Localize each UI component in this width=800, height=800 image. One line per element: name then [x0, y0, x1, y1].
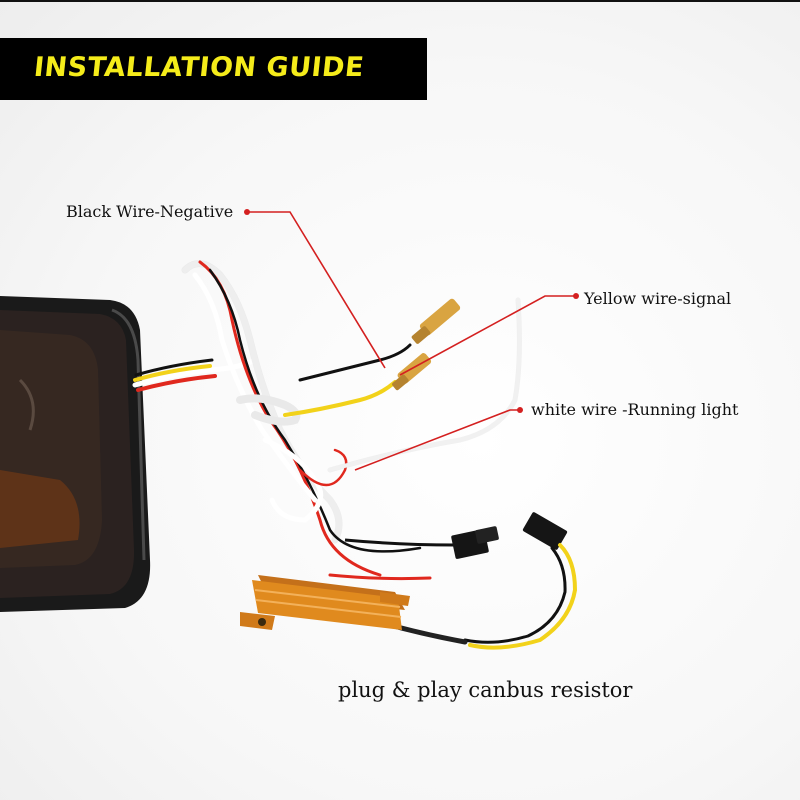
- callout-dot-yellow: [573, 293, 579, 299]
- label-black-wire: Black Wire-Negative: [66, 202, 234, 221]
- spade-terminals: [392, 298, 461, 391]
- callout-line-white: [354, 409, 520, 471]
- top-border: [0, 0, 800, 2]
- callout-line-black: [247, 211, 386, 369]
- callout-line-yellow: [399, 295, 576, 376]
- callout-dot-black: [244, 209, 250, 215]
- label-yellow-wire: Yellow wire-signal: [584, 289, 732, 308]
- label-white-wire: white wire -Running light: [531, 400, 739, 419]
- installation-guide-banner: INSTALLATION GUIDE: [0, 38, 427, 100]
- callout-lines: [244, 209, 579, 471]
- tail-light-housing: [0, 296, 151, 612]
- coiled-wire-bundle: [181, 260, 422, 577]
- callout-dot-white: [517, 407, 523, 413]
- yellow-wire: [283, 343, 412, 417]
- canbus-resistor: [240, 575, 410, 630]
- plug-connectors: [344, 512, 568, 559]
- label-canbus-resistor: plug & play canbus resistor: [338, 678, 633, 702]
- banner-title: INSTALLATION GUIDE: [32, 52, 366, 83]
- white-running-wire: [327, 297, 522, 473]
